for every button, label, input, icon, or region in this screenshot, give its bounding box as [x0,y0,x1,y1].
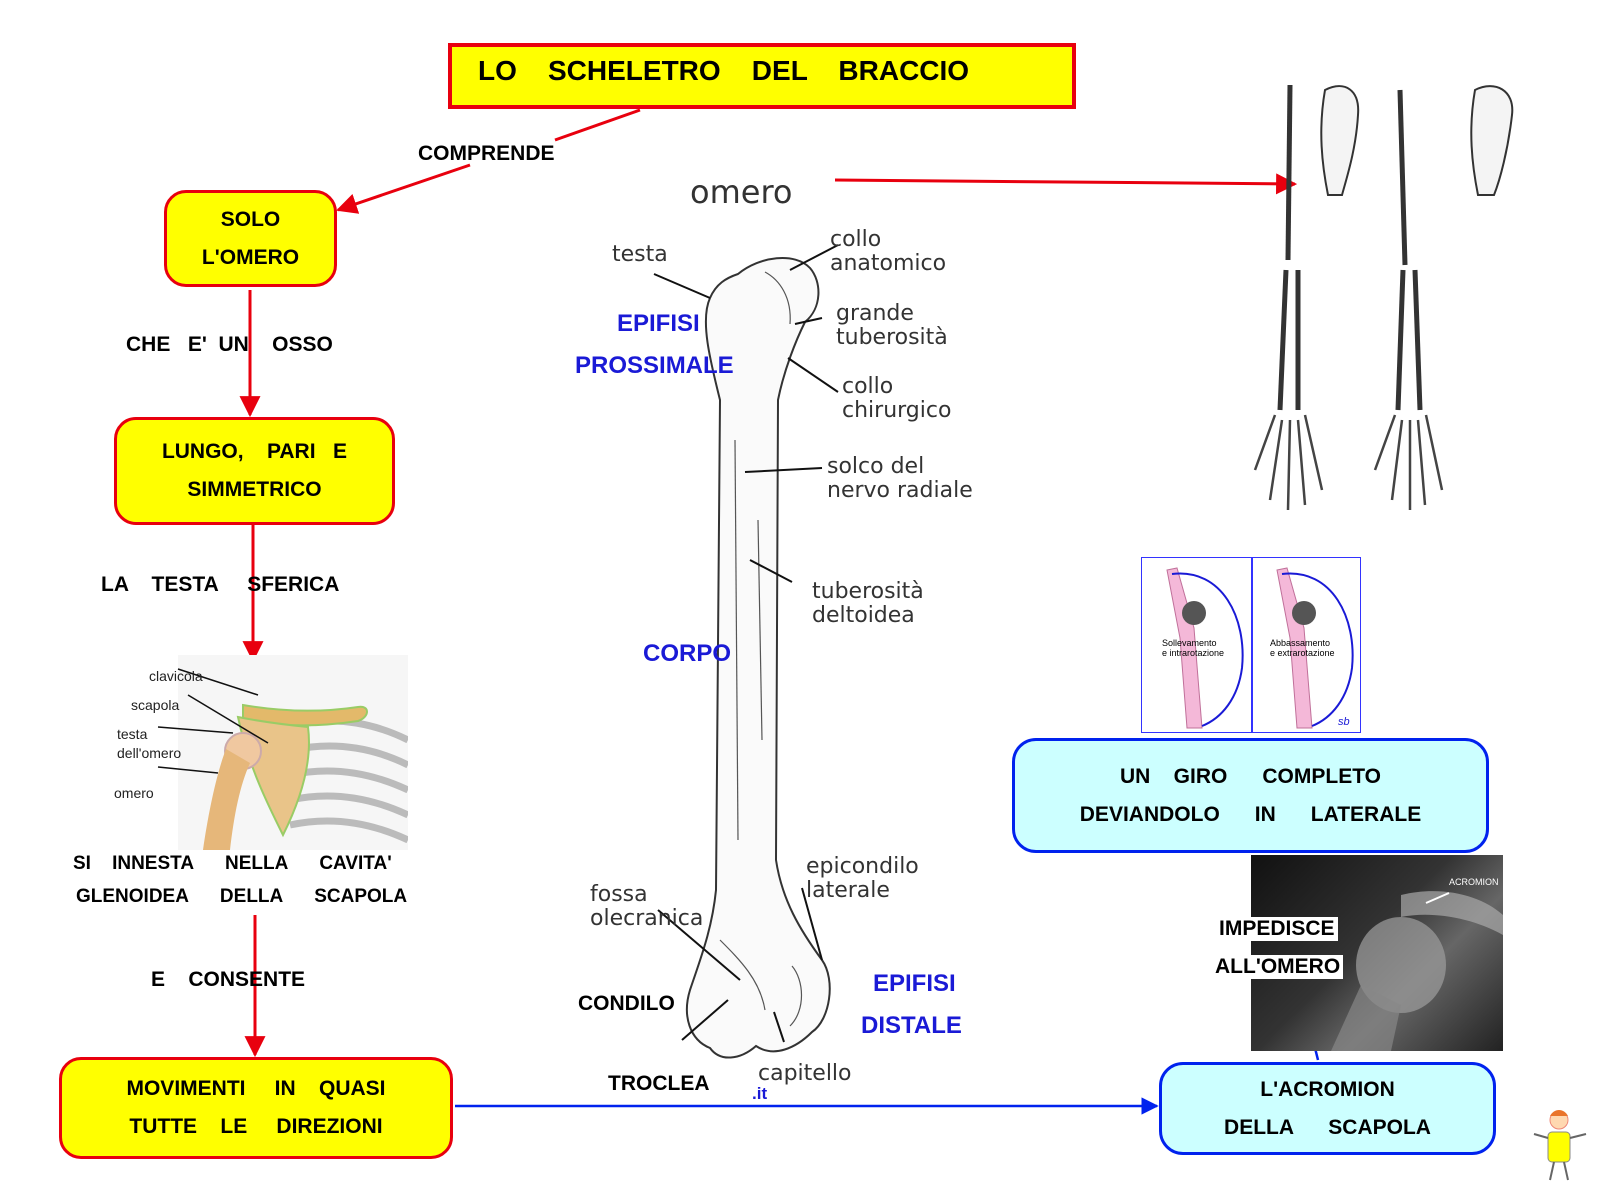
label-collo-chirurgico: collo chirurgico [842,374,952,423]
box-movimenti: MOVIMENTI IN QUASI TUTTE LE DIREZIONI [59,1057,453,1159]
link-comprende: COMPRENDE [418,142,555,165]
box-solo-omero-line1: SOLO [220,207,281,231]
shoulder-illustration [157,655,408,850]
box-lungo-pari-simmetrico: LUNGO, PARI E SIMMETRICO [114,417,395,525]
label-testa: testa [612,242,668,267]
label-epifisi-prossimale-1: EPIFISI [617,310,700,337]
box-movimenti-line2: TUTTE LE DIREZIONI [129,1115,383,1138]
box-giro-line2: DEVIANDOLO IN LATERALE [1079,802,1422,826]
arrow-omero-skeleton [834,173,1298,195]
label-grande-tuberosita: grande tuberosità [836,301,948,350]
box-acromion-line2: DELLA SCAPOLA [1224,1115,1431,1139]
label-scapola: scapola [131,697,180,713]
label-testa-omero: testa dell'omero [117,726,182,761]
box-lungo-line2: SIMMETRICO [187,478,322,501]
link-si-innesta-line2: GLENOIDEA DELLA SCAPOLA [76,886,408,907]
label-fossa-olecranica: fossa olecranica [590,882,704,931]
label-capitello: capitello [758,1061,852,1086]
mascot-logo [1533,1110,1587,1181]
link-e-consente: E CONSENTE [151,968,306,991]
box-acromion: L'ACROMION DELLA SCAPOLA [1159,1062,1496,1155]
label-sollevamento: Sollevamento e intrarotazione [1162,638,1225,658]
link-che-e-un-osso: CHE E' UN OSSO [126,333,333,356]
box-solo-omero: SOLO L'OMERO [164,190,337,287]
box-giro-line1: UN GIRO COMPLETO [1120,764,1381,788]
title-box [448,43,1076,109]
label-collo-anatomico: collo anatomico [830,227,947,276]
xray-image: ACROMION [1251,855,1503,1051]
label-omero-shoulder: omero [114,785,154,801]
humerus-illustration [653,244,839,1059]
link-si-innesta-line1: SI INNESTA NELLA CAVITA' [73,853,392,874]
label-xray-acromion: ACROMION [1449,877,1499,887]
box-movimenti-line1: MOVIMENTI IN QUASI [126,1077,386,1100]
label-corpo: CORPO [643,640,732,667]
label-solco-nervo: solco del nervo radiale [827,454,973,503]
box-solo-omero-line2: L'OMERO [201,245,300,269]
label-epifisi-prossimale-2: PROSSIMALE [575,352,734,379]
arm-skeleton-illustration [1253,84,1514,511]
label-abbassamento: Abbassamento e extrarotazione [1270,638,1335,658]
link-allomero: ALL'OMERO [1212,955,1344,979]
label-epicondilo: epicondilo laterale [806,854,919,903]
label-omero-bone: omero [690,173,793,211]
box-giro-completo: UN GIRO COMPLETO DEVIANDOLO IN LATERALE [1012,738,1489,853]
label-condilo: CONDILO [578,992,675,1015]
box-acromion-line1: L'ACROMION [1260,1077,1395,1101]
link-la-testa-sferica: LA TESTA SFERICA [101,573,340,596]
label-signature: sb [1338,716,1350,728]
box-lungo-line1: LUNGO, PARI E [161,440,348,463]
label-epifisi-distale-1: EPIFISI [873,970,956,997]
label-tuberosita-deltoidea: tuberosità deltoidea [812,579,924,628]
page-title: LO SCHELETRO DEL BRACCIO [478,55,970,86]
link-impedisce: IMPEDISCE [1216,917,1338,941]
label-troclea: TROCLEA [608,1072,710,1095]
movement-figures [1166,567,1354,729]
label-epifisi-distale-2: DISTALE [861,1012,962,1039]
watermark-it: .it [752,1084,768,1103]
label-clavicola: clavicola [149,668,203,684]
movement-image: Sollevamento e intrarotazione Abbassamen… [1141,557,1361,733]
arrow-comprende-omero [336,163,471,214]
arrow-title-comprende [554,108,641,142]
